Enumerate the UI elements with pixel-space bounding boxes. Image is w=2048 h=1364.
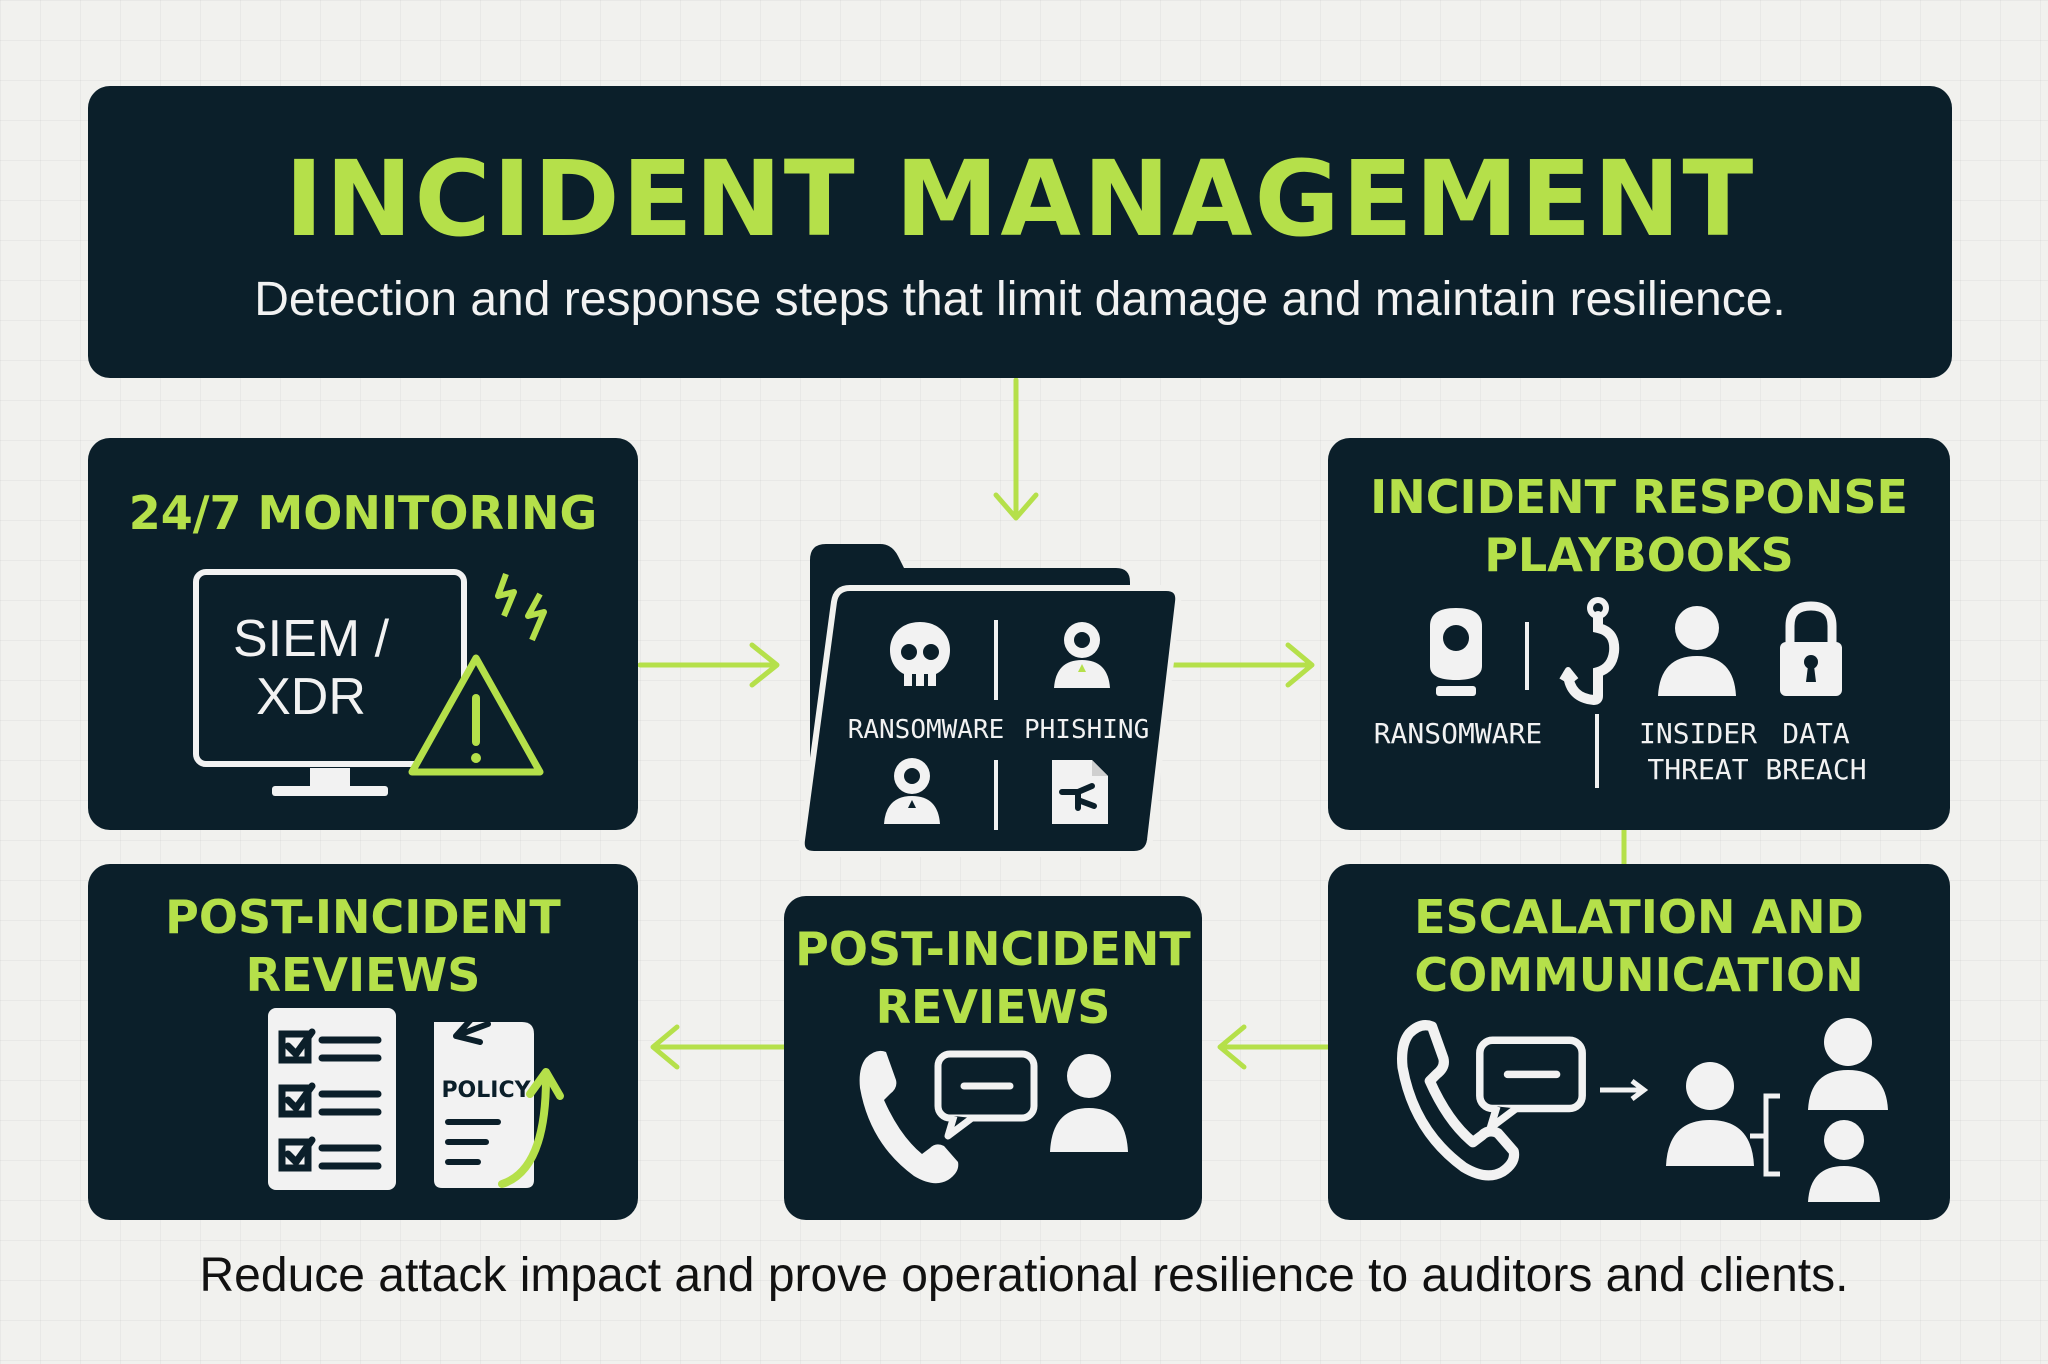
playbooks-title: INCIDENT RESPONSE PLAYBOOKS bbox=[1328, 468, 1950, 584]
arrow-monitoring-to-folder bbox=[637, 642, 780, 688]
playbooks-title-line1: INCIDENT RESPONSE bbox=[1370, 470, 1908, 524]
chat-bubble-icon bbox=[934, 1050, 1038, 1140]
folder-label-ransomware: RANSOMWARE bbox=[847, 715, 1005, 745]
alert-bolt-icon bbox=[495, 572, 547, 642]
breach-line1: DATA bbox=[1782, 717, 1850, 750]
siem-label: SIEM / bbox=[232, 610, 390, 668]
policy-label: POLICY bbox=[441, 1078, 531, 1103]
reviews-center-title-line1: POST-INCIDENT bbox=[795, 922, 1191, 976]
user-icon bbox=[1050, 1054, 1128, 1152]
phishing-hook-icon bbox=[1559, 597, 1620, 706]
breach-document-icon bbox=[1052, 760, 1108, 824]
arrow-header-to-folder bbox=[993, 377, 1039, 521]
playbooks-panel: INCIDENT RESPONSE PLAYBOOKS RANSOMWARE I… bbox=[1328, 438, 1950, 966]
playbook-label-ransomware: RANSOMWARE bbox=[1373, 717, 1543, 750]
escalation-title-line1: ESCALATION AND bbox=[1414, 890, 1864, 944]
escalation-panel: ESCALATION AND COMMUNICATION bbox=[1328, 864, 1950, 1220]
chat-bubble-icon bbox=[1476, 1036, 1586, 1132]
monitor-icon bbox=[193, 569, 467, 796]
phone-icon bbox=[859, 1050, 959, 1184]
reviews-left-title-line2: REVIEWS bbox=[245, 948, 481, 1002]
reviews-center-title-line2: REVIEWS bbox=[875, 980, 1111, 1034]
insider-line2: THREAT bbox=[1647, 753, 1749, 786]
improvement-arrow-icon bbox=[498, 1068, 564, 1188]
phishing-user-icon bbox=[1054, 622, 1110, 688]
folder-label-phishing: PHISHING bbox=[1024, 715, 1150, 745]
phone-icon bbox=[1397, 1020, 1520, 1181]
escalation-hierarchy-icon bbox=[1666, 1018, 1888, 1202]
playbook-divider-lower bbox=[1595, 714, 1599, 788]
footer-text: Reduce attack impact and prove operation… bbox=[199, 1249, 1849, 1302]
header-panel: INCIDENT MANAGEMENT Detection and respon… bbox=[88, 86, 1952, 378]
siem-xdr-label: SIEM / XDR bbox=[206, 610, 416, 726]
monitoring-title: 24/7 MONITORING bbox=[128, 486, 598, 540]
arrow-reviews-to-left-reviews bbox=[650, 1024, 787, 1070]
reviews-left-title: POST-INCIDENT REVIEWS bbox=[88, 888, 638, 1004]
warning-icon bbox=[408, 654, 544, 776]
page-subtitle: Detection and response steps that limit … bbox=[254, 273, 1786, 326]
skull-icon bbox=[890, 622, 950, 686]
insider-line1: INSIDER bbox=[1638, 717, 1757, 750]
arrow-folder-to-playbooks bbox=[1167, 642, 1315, 688]
reviews-center-panel: POST-INCIDENT REVIEWS bbox=[784, 896, 1202, 1220]
arrow-escalation-to-reviews bbox=[1217, 1024, 1331, 1070]
escalation-title: ESCALATION AND COMMUNICATION bbox=[1328, 888, 1950, 1004]
escalation-title-line2: COMMUNICATION bbox=[1414, 948, 1864, 1002]
insider-user-icon bbox=[884, 758, 940, 824]
forward-arrow-icon bbox=[1600, 1079, 1649, 1101]
monitoring-panel: 24/7 MONITORING SIEM / XDR bbox=[88, 438, 638, 830]
reviews-left-panel: POST-INCIDENT REVIEWS POLICY bbox=[88, 864, 638, 1220]
playbook-label-breach: DATA BREACH bbox=[1756, 716, 1876, 788]
playbook-folder-icon bbox=[798, 544, 1182, 857]
checklist-icon bbox=[268, 1008, 396, 1190]
xdr-label: XDR bbox=[256, 668, 366, 726]
ransomware-webcam-icon bbox=[1430, 608, 1482, 696]
breach-line2: BREACH bbox=[1765, 753, 1867, 786]
policy-document-icon bbox=[434, 1011, 534, 1188]
playbooks-title-line2: PLAYBOOKS bbox=[1484, 528, 1794, 582]
reviews-left-title-line1: POST-INCIDENT bbox=[165, 890, 561, 944]
reviews-center-title: POST-INCIDENT REVIEWS bbox=[784, 920, 1202, 1036]
insider-threat-user-icon bbox=[1658, 606, 1736, 696]
page-title: INCIDENT MANAGEMENT bbox=[284, 138, 1756, 260]
playbook-label-insider: INSIDER THREAT bbox=[1628, 716, 1768, 788]
data-breach-lock-icon bbox=[1780, 601, 1842, 696]
